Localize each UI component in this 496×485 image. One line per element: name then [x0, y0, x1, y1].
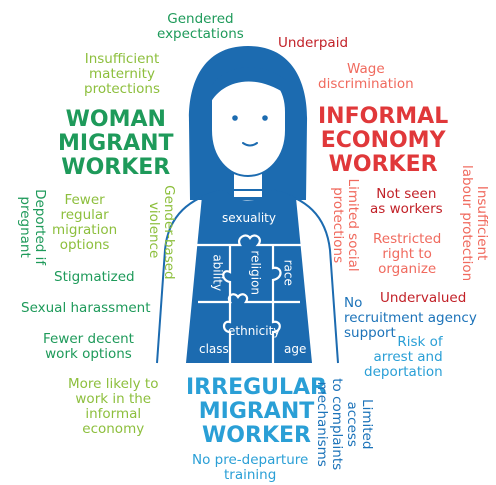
title-informal-line1: INFORMAL: [318, 104, 449, 129]
puzzle-sexuality: sexuality: [222, 211, 276, 225]
title-informal-line3: WORKER: [328, 151, 438, 177]
puzzle-ability: ability: [210, 254, 225, 292]
right-eye: [262, 115, 268, 121]
label-insufficient-maternity: Insufficient maternity protections: [84, 51, 160, 98]
label-sexual-harassment: Sexual harassment: [21, 300, 151, 316]
label-deported-if-pregnant: Deported if pregnant: [17, 189, 49, 266]
label-no-pre-departure: No pre-departure training: [192, 452, 309, 484]
label-more-likely-informal: More likely to work in the informal econ…: [68, 376, 159, 438]
label-not-seen-as-workers: Not seen as workers: [370, 186, 443, 218]
title-irregular-migrant-worker: IRREGULAR MIGRANT WORKER: [186, 376, 327, 447]
puzzle-race: race: [281, 259, 296, 286]
label-gender-based-violence: Gender-based violence: [146, 185, 178, 280]
shoulders: [156, 189, 339, 364]
puzzle-lines: [193, 234, 305, 363]
title-irregular-line2: MIGRANT: [198, 398, 315, 424]
torso: [186, 190, 312, 363]
label-underpaid: Underpaid: [278, 35, 349, 51]
label-limited-access-complaints: Limited access to complaints mechanisms: [313, 378, 376, 471]
label-undervalued: Undervalued: [380, 290, 467, 306]
puzzle-class: class: [199, 342, 229, 356]
bangs: [209, 67, 286, 106]
label-restricted-right: Restricted right to organize: [373, 231, 442, 278]
puzzle-religion: religion: [248, 250, 263, 296]
title-irregular-line1: IRREGULAR: [186, 375, 328, 400]
label-gendered-expectations: Gendered expectations: [157, 11, 244, 43]
puzzle-age: age: [284, 342, 307, 356]
left-eye: [232, 115, 238, 121]
label-risk-of-arrest: Risk of arrest and deportation: [364, 334, 443, 381]
title-irregular-line3: WORKER: [202, 422, 311, 448]
mouth: [242, 142, 258, 147]
title-woman-line2: MIGRANT: [58, 130, 174, 156]
title-informal-economy-worker: INFORMAL ECONOMY WORKER: [318, 105, 448, 176]
label-fewer-decent-work: Fewer decent work options: [43, 331, 134, 363]
puzzle-ethnicity: ethnicity: [228, 324, 281, 338]
label-stigmatized: Stigmatized: [54, 269, 135, 285]
label-no-recruitment-agency: No recruitment agency support: [344, 295, 477, 342]
label-wage-discrimination: Wage discrimination: [318, 61, 414, 93]
label-fewer-regular-migration: Fewer regular migration options: [52, 192, 118, 254]
label-limited-social-protections: Limited social protections: [330, 178, 362, 272]
title-woman-line3: WORKER: [61, 154, 171, 180]
title-informal-line2: ECONOMY: [320, 127, 446, 153]
title-woman-migrant-worker: WOMAN MIGRANT WORKER: [58, 108, 174, 179]
label-insufficient-labour-protection: Insufficient labour protection: [459, 165, 491, 282]
title-woman-line1: WOMAN: [65, 107, 166, 132]
